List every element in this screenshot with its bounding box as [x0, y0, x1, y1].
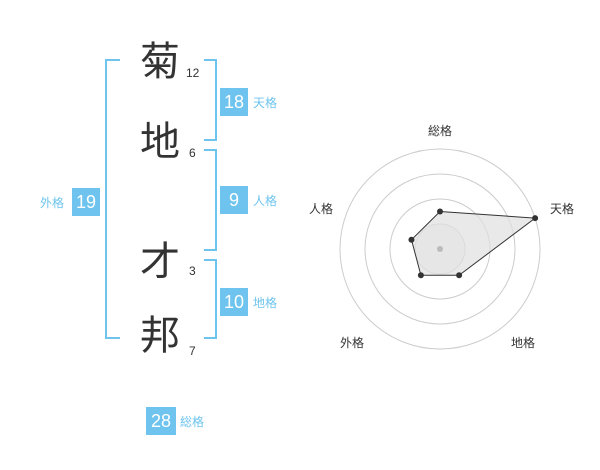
name-char-1: 菊: [140, 39, 180, 85]
jinkaku-label: 人格: [253, 194, 278, 208]
radar-polygon: [410, 210, 537, 276]
chikaku-badge: 10: [220, 288, 248, 316]
radar-ring-4: [339, 148, 541, 350]
tenkaku-bracket: [204, 59, 217, 141]
jinkaku-badge: 9: [220, 186, 248, 214]
radar-label-tenkaku: 天格: [550, 202, 575, 216]
gaikaku-label: 外格: [40, 196, 65, 210]
stroke-count-3: 3: [189, 264, 196, 278]
jinkaku-bracket: [204, 149, 217, 251]
radar-point-2: [532, 215, 539, 222]
name-char-3: 才: [140, 239, 180, 285]
soukaku-label: 総格: [180, 415, 205, 429]
radar-ring-3: [364, 173, 516, 325]
name-char-2: 地: [140, 119, 180, 165]
chikaku-label: 地格: [253, 296, 278, 310]
radar-point-1: [437, 208, 443, 215]
stroke-count-4: 7: [189, 344, 196, 358]
name-char-4: 邦: [140, 313, 180, 359]
gaikaku-bracket: [105, 59, 120, 339]
stroke-count-1: 12: [186, 66, 200, 80]
stroke-count-2: 6: [189, 146, 196, 160]
radar-point-4: [417, 272, 424, 279]
radar-label-soukaku: 総格: [428, 124, 453, 138]
radar-label-gaikaku: 外格: [340, 336, 365, 350]
radar-center-point: [437, 246, 443, 252]
tenkaku-badge: 18: [220, 88, 248, 116]
radar-label-jinkaku: 人格: [309, 202, 334, 216]
chikaku-bracket: [204, 259, 217, 339]
radar-point-5: [408, 236, 415, 243]
radar-point-3: [456, 272, 463, 279]
radar-label-chikaku: 地格: [511, 336, 536, 350]
soukaku-badge: 28: [146, 407, 176, 435]
tenkaku-label: 天格: [253, 96, 278, 110]
gaikaku-badge: 19: [72, 188, 100, 216]
